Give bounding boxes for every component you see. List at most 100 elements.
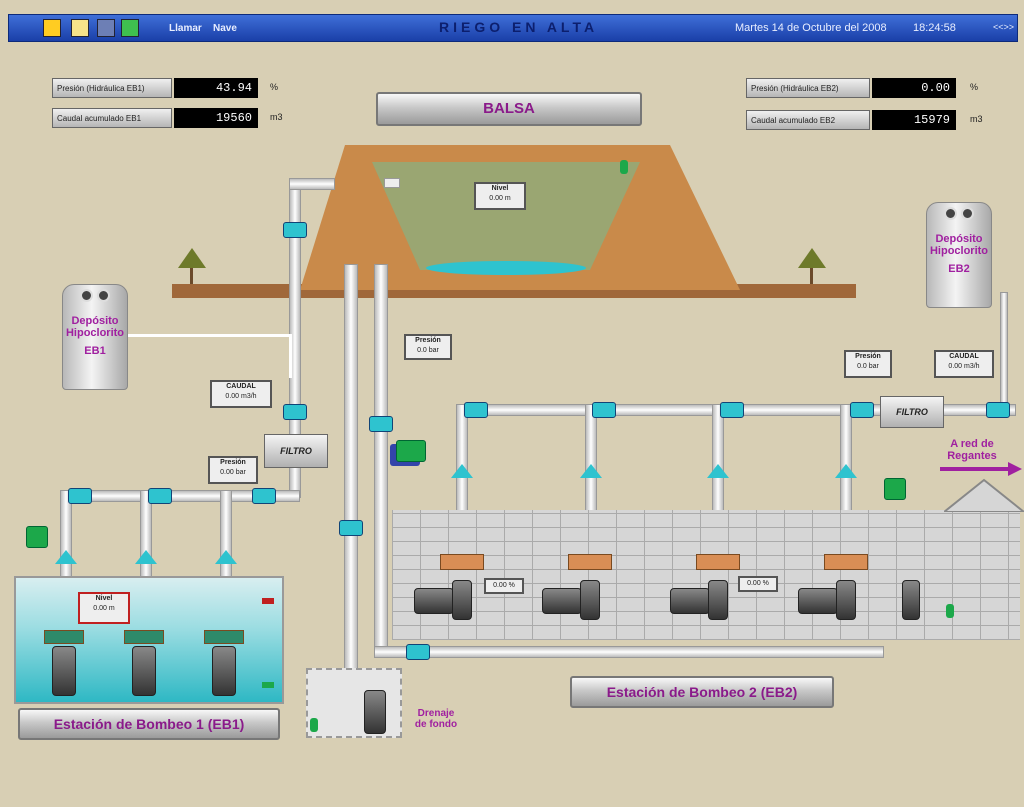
eb2-roof — [944, 478, 1024, 512]
monitor-icon[interactable] — [97, 19, 115, 37]
valve-eb2-header-3[interactable] — [720, 402, 744, 418]
tank-hipoclorito-eb1[interactable]: Depósito Hipoclorito EB1 — [62, 284, 128, 390]
nivel-balsa-tag: Nivel 0.00 m — [474, 182, 526, 210]
eb2-pump-1-motor — [414, 588, 454, 614]
balsa-indicator-icon — [620, 160, 628, 174]
tree-left-icon — [178, 248, 206, 284]
eb1-pump-3[interactable] — [204, 630, 244, 644]
eb2-pump-4-motor — [798, 588, 838, 614]
nivel-balsa-value: 0.00 m — [489, 195, 511, 202]
valve-eb1-header-1[interactable] — [68, 488, 92, 504]
drenaje-line2: de fondo — [414, 719, 458, 730]
presion-eb2-tag-value: 0.0 bar — [857, 363, 879, 370]
valve-riser-mid[interactable] — [283, 404, 307, 420]
pipe-eb2-tank-line — [1000, 292, 1008, 408]
caudal-eb1-value: 19560 — [174, 108, 258, 128]
tank-eb2-line3: EB2 — [948, 263, 970, 275]
tank-eb1-line2: Hipoclorito — [65, 327, 125, 339]
eb2-pump-1-body — [452, 580, 472, 620]
eb2-pump-3-pct: 0.00 % — [738, 576, 778, 592]
nivel-eb1-tag-label: Nivel — [95, 595, 113, 602]
drenaje-label: Drenaje de fondo — [406, 708, 466, 730]
filtro-eb1[interactable]: FILTRO — [264, 434, 328, 468]
eb2-pump-3[interactable] — [696, 554, 740, 570]
drenaje-line1: Drenaje — [417, 708, 455, 719]
drenaje-sump — [306, 668, 402, 738]
valve-eb1-header-3[interactable] — [252, 488, 276, 504]
pipe-balsa-inlet — [289, 178, 335, 190]
presion-center-value: 0.0 bar — [417, 347, 439, 354]
valve-riser-top[interactable] — [283, 222, 307, 238]
presion-eb1-value: 43.94 — [174, 78, 258, 98]
presion-center-label: Presión — [415, 337, 441, 344]
eb2-pump-2[interactable] — [568, 554, 612, 570]
caudal-eb2-tag-label: CAUDAL — [949, 353, 979, 360]
filtro-eb2[interactable]: FILTRO — [880, 396, 944, 428]
presion-center-tag: Presión 0.0 bar — [404, 334, 452, 360]
flow-arrow-eb2-3 — [707, 464, 729, 478]
eb2-pump-3-motor — [670, 588, 710, 614]
eb1-pump-2[interactable] — [124, 630, 164, 644]
valve-eb2-header-1[interactable] — [464, 402, 488, 418]
valve-balsa-out-2[interactable] — [369, 416, 393, 432]
tank-eb2-line2: Hipoclorito — [929, 245, 989, 257]
station-eb2-title[interactable]: Estación de Bombeo 2 (EB2) — [570, 676, 834, 708]
eb1-alarm-icon — [262, 598, 274, 604]
balsa-title[interactable]: BALSA — [376, 92, 642, 126]
top-bar: Llamar Nave RIEGO EN ALTA Martes 14 de O… — [8, 14, 1018, 42]
eb2-pump-4[interactable] — [824, 554, 868, 570]
presion-eb2-label: Presión (Hidráulica EB2) — [746, 78, 870, 98]
nivel-eb1-tag-value: 0.00 m — [93, 605, 115, 612]
nivel-eb1-tag: Nivel 0.00 m — [78, 592, 130, 624]
valve-balsa-out-1[interactable] — [339, 520, 363, 536]
valve-eb2-header-2[interactable] — [592, 402, 616, 418]
drenaje-status-icon — [310, 718, 318, 732]
presion-eb1-tag: Presión 0.00 bar — [208, 456, 258, 484]
flow-arrow-eb2-4 — [835, 464, 857, 478]
folder-icon[interactable] — [71, 19, 89, 37]
tank-hipoclorito-eb2[interactable]: Depósito Hipoclorito EB2 — [926, 202, 992, 308]
pipe-balsa-out-2 — [374, 264, 388, 656]
eb2-control-icon[interactable] — [884, 478, 906, 500]
reservoir-water — [426, 261, 586, 275]
flow-arrow-eb1-3 — [215, 550, 237, 564]
caudal-eb1-unit: m3 — [270, 112, 283, 122]
eb2-pump-1[interactable] — [440, 554, 484, 570]
menu-item-nave[interactable]: Nave — [213, 23, 237, 34]
red-regantes-line1: A red de — [950, 438, 994, 450]
valve-eb1-header-2[interactable] — [148, 488, 172, 504]
window-controls[interactable]: <<>> — [993, 22, 1015, 32]
caudal-eb2-unit: m3 — [970, 114, 983, 124]
presion-eb1-label: Presión (Hidráulica EB1) — [52, 78, 172, 98]
tank-eb1-eye-right — [97, 289, 110, 302]
tank-eb1-line3: EB1 — [84, 345, 106, 357]
manual-valve-icon[interactable] — [396, 440, 426, 462]
presion-eb1-tag-value: 0.00 bar — [220, 469, 246, 476]
caudal-eb2-tag: CAUDAL 0.00 m3/h — [934, 350, 994, 378]
menu-item-llamar[interactable]: Llamar — [169, 23, 202, 34]
page-title: RIEGO EN ALTA — [439, 19, 599, 35]
drenaje-pump[interactable] — [364, 690, 386, 734]
eb2-status-icon — [946, 604, 954, 618]
tank-eb2-eye-left — [944, 207, 957, 220]
grid-icon[interactable] — [43, 19, 61, 37]
valve-eb2-header-4[interactable] — [850, 402, 874, 418]
caudal-eb1-tag-value: 0.00 m3/h — [225, 393, 257, 400]
eb2-drain-pump[interactable] — [902, 580, 920, 620]
globe-icon[interactable] — [121, 19, 139, 37]
flow-arrow-eb2-1 — [451, 464, 473, 478]
station-eb1-title[interactable]: Estación de Bombeo 1 (EB1) — [18, 708, 280, 740]
eb2-pump-4-body — [836, 580, 856, 620]
presion-eb2-value: 0.00 — [872, 78, 956, 98]
presion-eb2-unit: % — [970, 82, 979, 92]
balsa-inlet — [384, 178, 400, 188]
eb1-pump-1[interactable] — [44, 630, 84, 644]
eb2-building — [392, 510, 1020, 640]
caudal-eb1-tag-label: CAUDAL — [226, 383, 256, 390]
valve-eb2-bottom[interactable] — [406, 644, 430, 660]
eb2-pump-3-body — [708, 580, 728, 620]
valve-eb2-outlet[interactable] — [986, 402, 1010, 418]
eb1-control-icon[interactable] — [26, 526, 48, 548]
pipe-eb1-tank-line — [126, 334, 292, 378]
